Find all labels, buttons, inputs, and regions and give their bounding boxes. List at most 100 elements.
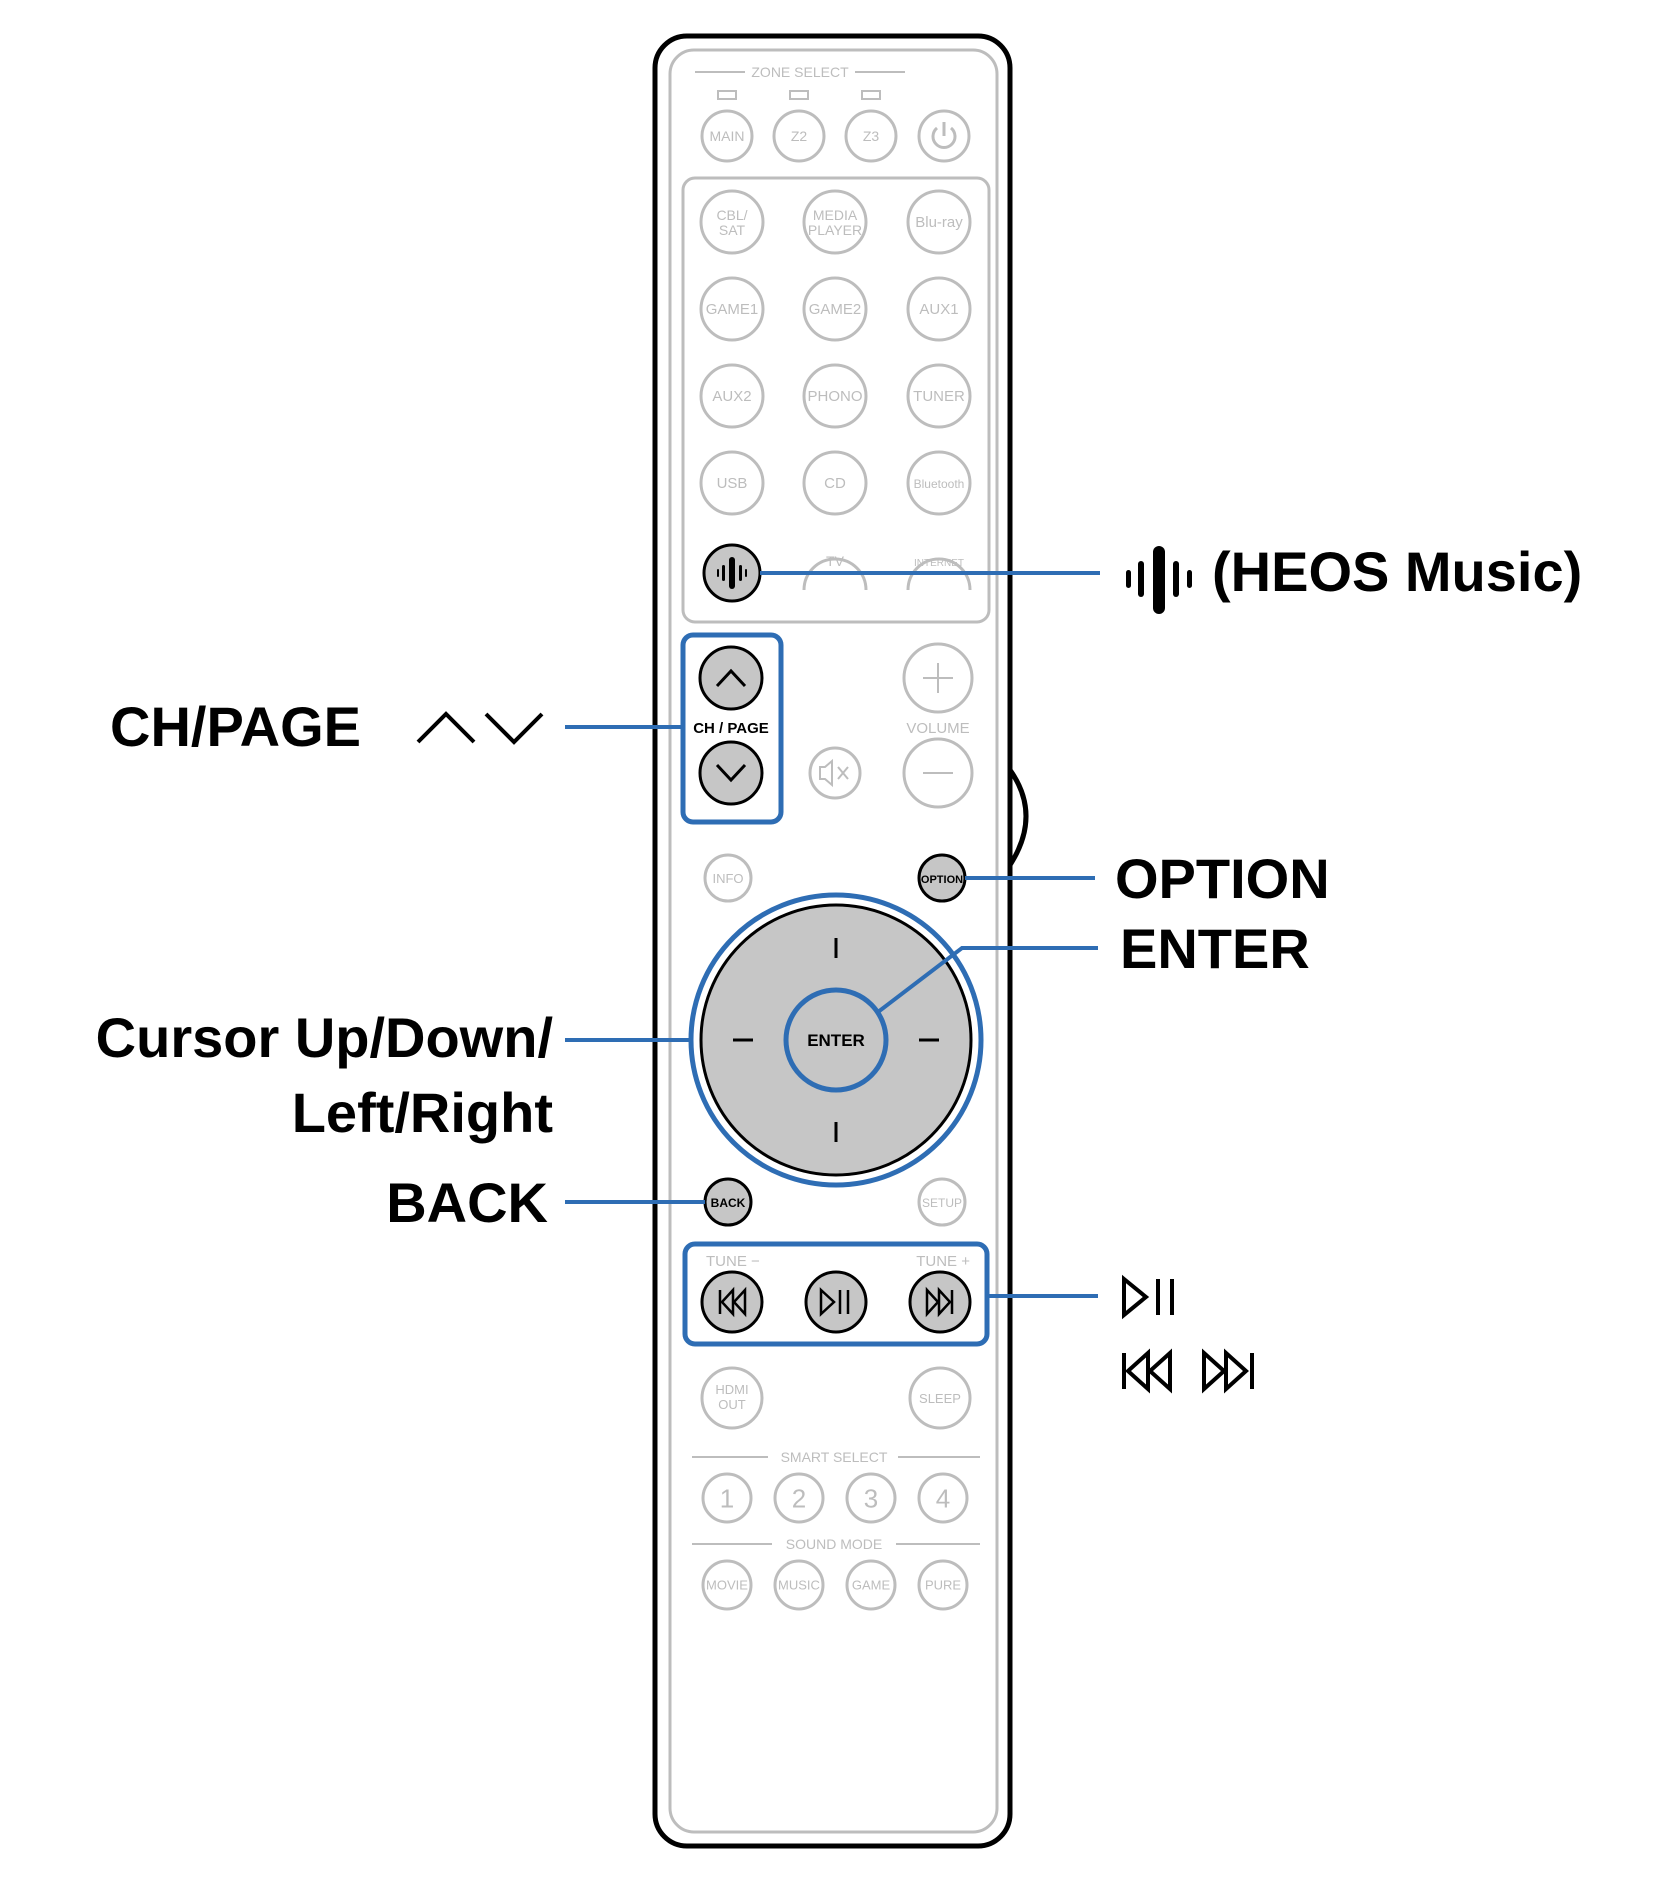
source-button-aux1[interactable]: AUX1: [906, 276, 972, 342]
tv-audio-label: TV: [826, 553, 845, 569]
back-callout-label: BACK: [386, 1171, 548, 1234]
heos-callout-label: (HEOS Music): [1212, 540, 1582, 603]
smart-select-buttons: 1 2 3 4: [701, 1472, 969, 1524]
skip-forward-icon: [1202, 1348, 1254, 1394]
tune-plus-label: TUNE +: [916, 1253, 970, 1270]
next-button[interactable]: [908, 1270, 972, 1334]
source-button-game1[interactable]: GAME1: [699, 276, 765, 342]
play-pause-icon: [1122, 1274, 1174, 1320]
zone-select-section: ZONE SELECT MAIN Z2 Z3: [695, 64, 971, 163]
zone-main-button[interactable]: MAIN: [700, 109, 754, 163]
play-pause-callout: [1122, 1274, 1174, 1320]
volume-label: VOLUME: [906, 720, 969, 737]
smart-select-button-3[interactable]: 3: [845, 1472, 897, 1524]
sound-mode-button-label: GAME: [852, 1578, 891, 1593]
option-callout-label: OPTION: [1115, 847, 1330, 910]
back-button[interactable]: BACK: [703, 1177, 753, 1227]
hdmi-out-label-2: OUT: [718, 1397, 746, 1412]
source-button-label-2: PLAYER: [808, 222, 862, 238]
source-button-label: USB: [717, 475, 748, 492]
zone-select-label: ZONE SELECT: [751, 64, 849, 80]
info-button[interactable]: INFO: [703, 853, 753, 903]
heos-icon: [1126, 546, 1192, 614]
source-button-label: PHONO: [807, 388, 862, 405]
source-button-label: AUX2: [712, 388, 751, 405]
option-label: OPTION: [921, 874, 963, 886]
cursor-callout-label-line2: Left/Right: [292, 1081, 553, 1144]
enter-button[interactable]: ENTER: [783, 987, 889, 1093]
source-button-cd[interactable]: CD: [802, 450, 868, 516]
setup-button[interactable]: SETUP: [917, 1177, 967, 1227]
source-button-label: CD: [824, 475, 846, 492]
setup-label: SETUP: [922, 1196, 962, 1210]
zone-indicator-z3: [861, 90, 881, 100]
previous-button[interactable]: [700, 1270, 764, 1334]
plus-icon: [923, 663, 953, 693]
source-button-bluetooth[interactable]: Bluetooth: [906, 450, 972, 516]
sleep-button[interactable]: SLEEP: [908, 1366, 972, 1430]
sound-mode-button-movie[interactable]: MOVIE: [701, 1559, 753, 1611]
info-label: INFO: [712, 871, 743, 886]
source-button-label-2: SAT: [719, 222, 746, 238]
skip-back-icon: [718, 1286, 747, 1318]
smart-select-button-4[interactable]: 4: [917, 1472, 969, 1524]
smart-select-button-label: 1: [720, 1483, 734, 1513]
source-button-label: CBL/: [716, 207, 747, 223]
zone-indicator-z2: [789, 90, 809, 100]
source-button-phono[interactable]: PHONO: [802, 363, 868, 429]
heos-callout: (HEOS Music): [1126, 540, 1582, 614]
sound-mode-button-label: PURE: [925, 1578, 961, 1593]
sound-mode-button-pure[interactable]: PURE: [917, 1559, 969, 1611]
source-button-label: MEDIA: [813, 207, 858, 223]
chevron-down-icon: [715, 763, 747, 783]
smart-select-label: SMART SELECT: [781, 1449, 888, 1465]
volume-up-button[interactable]: [902, 642, 974, 714]
tune-minus-label: TUNE −: [706, 1253, 760, 1270]
source-button-label: TUNER: [913, 388, 965, 405]
ch-page-down-button[interactable]: [698, 740, 764, 806]
source-button-cbl-sat[interactable]: CBL/SAT: [699, 189, 765, 255]
zone-z2-label: Z2: [791, 128, 808, 144]
sound-mode-button-music[interactable]: MUSIC: [773, 1559, 825, 1611]
mute-button[interactable]: [808, 746, 862, 800]
ch-page-label: CH / PAGE: [693, 720, 769, 737]
hdmi-out-button[interactable]: HDMI OUT: [700, 1366, 764, 1430]
source-button-game2[interactable]: GAME2: [802, 276, 868, 342]
play-pause-button[interactable]: [804, 1270, 868, 1334]
ch-page-callout-label: CH/PAGE: [110, 695, 361, 758]
sound-mode-button-label: MOVIE: [706, 1578, 748, 1593]
source-button-blu-ray[interactable]: Blu-ray: [906, 189, 972, 255]
power-icon: [931, 122, 957, 149]
power-button[interactable]: [917, 109, 971, 163]
chevron-up-icon: [416, 711, 476, 744]
smart-select-button-label: 4: [936, 1483, 950, 1513]
volume-down-button[interactable]: [902, 737, 974, 809]
source-button-aux2[interactable]: AUX2: [699, 363, 765, 429]
enter-label: ENTER: [807, 1031, 865, 1050]
heos-icon: [717, 557, 747, 589]
internet-radio-label: INTERNET: [914, 558, 964, 569]
smart-select-button-2[interactable]: 2: [773, 1472, 825, 1524]
source-button-tuner[interactable]: TUNER: [906, 363, 972, 429]
skip-callout: [1122, 1348, 1254, 1394]
option-button[interactable]: OPTION: [917, 853, 967, 903]
chevron-up-icon: [715, 668, 747, 688]
zone-main-label: MAIN: [710, 128, 745, 144]
heos-music-button[interactable]: [702, 543, 762, 603]
zone-z3-button[interactable]: Z3: [844, 109, 898, 163]
hdmi-out-label: HDMI: [715, 1382, 748, 1397]
smart-select-button-1[interactable]: 1: [701, 1472, 753, 1524]
sleep-label: SLEEP: [919, 1391, 961, 1406]
skip-back-icon: [1122, 1348, 1172, 1394]
sound-mode-label: SOUND MODE: [786, 1536, 882, 1552]
source-button-label: Bluetooth: [914, 477, 965, 491]
smart-select-button-label: 3: [864, 1483, 878, 1513]
zone-z2-button[interactable]: Z2: [772, 109, 826, 163]
sound-mode-button-game[interactable]: GAME: [845, 1559, 897, 1611]
zone-z3-label: Z3: [863, 128, 880, 144]
ch-page-up-button[interactable]: [698, 645, 764, 711]
source-button-usb[interactable]: USB: [699, 450, 765, 516]
